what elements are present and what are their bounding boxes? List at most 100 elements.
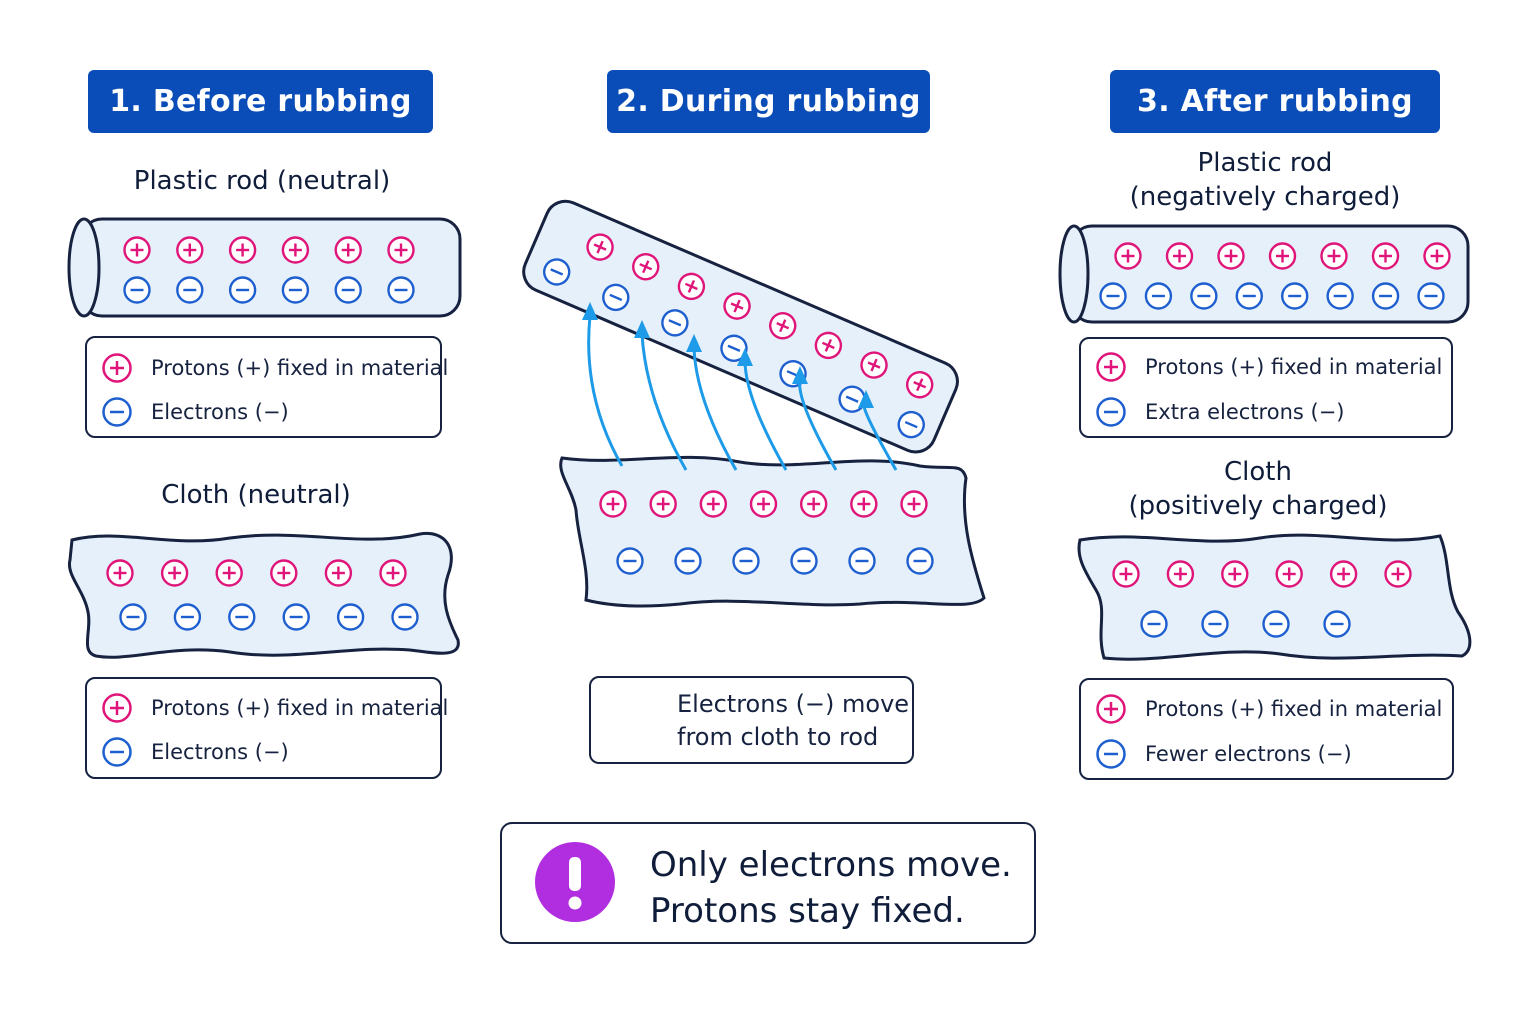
arrow-head — [686, 334, 702, 352]
legend-row-electrons: Fewer electrons (−) — [1095, 738, 1352, 770]
electron-marker — [838, 385, 866, 413]
proton-marker — [1423, 242, 1451, 270]
after-cloth-caption-line2: (positively charged) — [1128, 491, 1388, 521]
legend-row-protons: Protons (+) fixed in material — [101, 352, 448, 384]
electron-marker — [897, 410, 925, 439]
electron-icon — [102, 737, 132, 767]
electron-icon — [1096, 397, 1126, 427]
proton-marker — [699, 490, 728, 518]
electron-marker — [1326, 282, 1354, 310]
proton-marker — [281, 236, 310, 264]
arrow-head — [792, 366, 808, 384]
after-rod-caption-line2: (negatively charged) — [1129, 182, 1401, 212]
before-rod-caption: Plastic rod (neutral) — [133, 166, 391, 196]
electron-marker — [334, 276, 362, 304]
note-line1: Only electrons move. — [650, 845, 1012, 885]
legend-protons-text: Protons (+) fixed in material — [151, 356, 449, 380]
before-cloth-caption: Cloth (neutral) — [161, 480, 351, 510]
proton-marker — [649, 490, 677, 518]
after-rod-caption-line1: Plastic rod — [1197, 148, 1333, 178]
proton-marker — [176, 236, 204, 264]
electron-marker — [1190, 282, 1218, 310]
after-plastic-rod — [1058, 224, 1470, 324]
proton-marker — [1221, 560, 1249, 588]
proton-marker — [900, 490, 928, 518]
transfer-arrow — [692, 347, 738, 471]
electron-icon — [1096, 739, 1126, 769]
legend-row-electrons: Electrons (−) — [101, 396, 289, 428]
proton-icon — [1096, 694, 1126, 724]
legend-electrons-text: Extra electrons (−) — [1145, 400, 1345, 424]
legend-row-electrons: Electrons (−) — [101, 736, 289, 768]
transfer-arrow — [743, 361, 788, 471]
electron-marker — [123, 276, 151, 304]
electron-marker — [391, 603, 419, 631]
after-rod-legend: Protons (+) fixed in material Extra elec… — [1079, 337, 1453, 438]
note-line2: Protons stay fixed. — [650, 891, 965, 931]
proton-marker — [799, 490, 828, 518]
arrow-head — [634, 320, 650, 338]
proton-marker — [677, 272, 706, 301]
after-cloth-caption: Cloth (positively charged) — [1078, 455, 1438, 523]
electron-marker — [1140, 610, 1168, 638]
stage1-header: 1. Before rubbing — [88, 70, 433, 133]
before-cloth — [67, 531, 460, 659]
proton-marker — [1217, 242, 1245, 270]
proton-marker — [270, 559, 298, 587]
transfer-legend-line1: Electrons (−) move — [677, 690, 910, 718]
proton-marker — [1329, 560, 1358, 588]
proton-marker — [723, 292, 751, 320]
electron-marker — [336, 603, 365, 631]
proton-marker — [1275, 560, 1303, 588]
proton-marker — [905, 371, 934, 399]
during-plastic-rod — [522, 199, 959, 454]
after-cloth — [1077, 533, 1472, 661]
proton-icon — [1096, 352, 1126, 382]
proton-marker — [1320, 242, 1348, 270]
arrow-head — [737, 348, 753, 366]
proton-marker — [1384, 560, 1412, 588]
proton-marker — [160, 559, 189, 587]
after-rod-caption: Plastic rod (negatively charged) — [1085, 146, 1445, 214]
proton-marker — [1165, 242, 1194, 270]
proton-marker — [123, 236, 151, 264]
legend-protons-text: Protons (+) fixed in material — [151, 696, 449, 720]
stage3-header: 3. After rubbing — [1110, 70, 1440, 133]
electron-marker — [228, 276, 257, 304]
proton-marker — [379, 559, 407, 587]
during-cloth — [559, 455, 986, 608]
electron-icon — [102, 397, 132, 427]
electron-marker — [1262, 610, 1290, 638]
electron-marker — [1235, 282, 1263, 310]
before-cloth-legend: Protons (+) fixed in material Electrons … — [85, 677, 448, 779]
proton-marker — [1112, 560, 1140, 588]
exclamation-icon — [535, 842, 615, 922]
proton-marker — [860, 351, 888, 379]
proton-marker — [850, 490, 878, 518]
electron-marker — [1201, 610, 1229, 638]
proton-marker — [599, 490, 627, 518]
electron-transfer-arrows — [582, 302, 898, 471]
electron-marker — [228, 603, 256, 631]
proton-marker — [749, 490, 778, 518]
electron-marker — [1144, 282, 1173, 310]
after-cloth-caption-line1: Cloth — [1224, 457, 1292, 487]
electron-marker — [543, 258, 571, 286]
before-rod-legend: Protons (+) fixed in material Electrons … — [85, 336, 448, 438]
legend-electrons-text: Electrons (−) — [151, 740, 289, 764]
legend-row-electrons: Extra electrons (−) — [1095, 396, 1345, 428]
legend-electrons-text: Fewer electrons (−) — [1145, 742, 1352, 766]
proton-icon — [102, 353, 132, 383]
key-point-note: Only electrons move. Protons stay fixed. — [500, 822, 1036, 944]
proton-marker — [814, 331, 843, 360]
electron-marker — [1371, 282, 1400, 310]
electron-marker — [906, 547, 934, 575]
electron-marker — [387, 276, 415, 304]
proton-marker — [1268, 242, 1297, 270]
electron-marker — [661, 309, 689, 337]
proton-marker — [387, 236, 415, 264]
electron-marker — [602, 283, 630, 312]
transfer-arrow — [798, 379, 838, 471]
electron-marker — [1099, 282, 1127, 310]
